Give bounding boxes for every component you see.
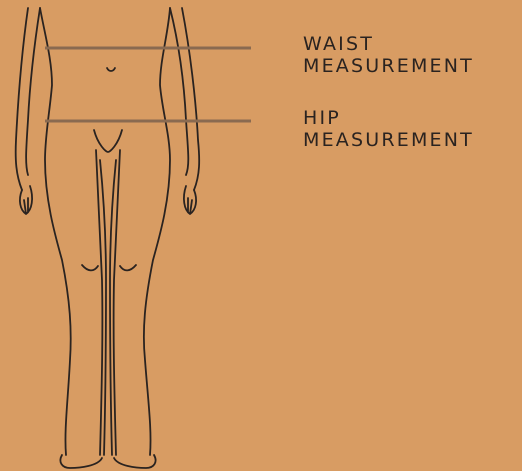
- hip-label-line2: MEASUREMENT: [303, 129, 474, 151]
- right-hand: [184, 186, 196, 214]
- left-arm-inner: [26, 8, 40, 175]
- waist-measurement-label: WAIST MEASUREMENT: [303, 33, 474, 77]
- hip-label-line1: HIP: [303, 107, 474, 129]
- hip-measurement-label: HIP MEASUREMENT: [303, 107, 474, 151]
- right-knee-mark: [120, 265, 136, 270]
- left-hand: [20, 186, 32, 214]
- inner-leg-left-2: [96, 150, 102, 455]
- waist-label-line1: WAIST: [303, 33, 474, 55]
- right-foot: [114, 455, 156, 468]
- crotch-curve: [94, 130, 122, 152]
- inner-leg-right-2: [114, 150, 120, 455]
- right-body-contour: [144, 8, 170, 455]
- waist-label-line2: MEASUREMENT: [303, 55, 474, 77]
- left-body-contour: [40, 8, 71, 455]
- left-knee-mark: [82, 265, 98, 270]
- left-foot: [60, 455, 102, 468]
- navel-mark: [107, 68, 115, 71]
